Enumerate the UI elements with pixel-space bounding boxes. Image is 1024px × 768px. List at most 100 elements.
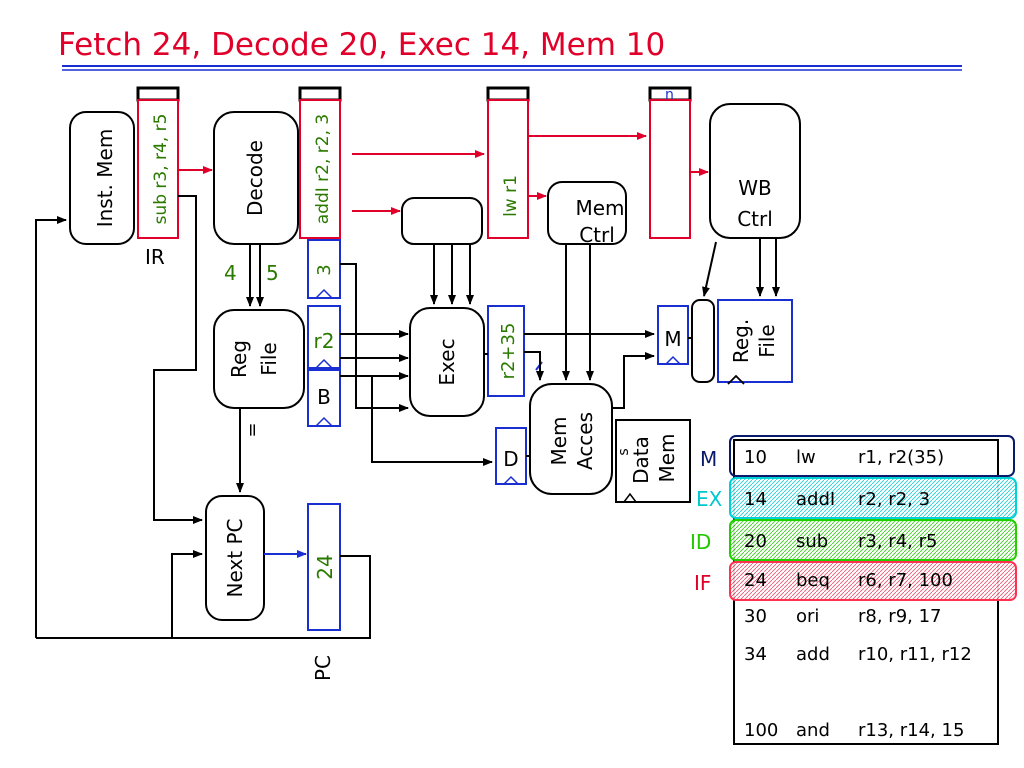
program-row-addr: 30 bbox=[744, 606, 767, 627]
reg-file-block bbox=[213, 309, 305, 409]
m-reg bbox=[657, 305, 689, 365]
memwb-reg bbox=[649, 99, 691, 239]
mem-ctrl-label-2: Ctrl bbox=[579, 223, 615, 247]
reg-file-write-label-1: Reg. bbox=[729, 319, 753, 363]
slide-title: Fetch 24, Decode 20, Exec 14, Mem 10 bbox=[58, 27, 665, 63]
b-reg-clock bbox=[315, 416, 333, 427]
ifid-instruction: sub r3, r4, r5 bbox=[151, 114, 171, 225]
wb-ctrl-block bbox=[709, 103, 801, 239]
mem-ctrl-label-1: Mem bbox=[575, 196, 624, 220]
wb-ctrl-label-1: WB bbox=[738, 176, 772, 200]
stage-box-m bbox=[729, 435, 1015, 477]
program-row-addr: 100 bbox=[744, 720, 778, 741]
reg-file-label-2: File bbox=[257, 342, 281, 375]
dest-reg-value: 3 bbox=[314, 264, 335, 275]
reg-file-write-block bbox=[717, 299, 793, 383]
wire-memaccess-to-m bbox=[612, 352, 655, 409]
stage-label-if: IF bbox=[694, 571, 711, 595]
mem-access-label-1: Mem bbox=[547, 416, 571, 465]
idex-reg bbox=[299, 99, 341, 239]
alu-out-reg bbox=[487, 305, 525, 397]
exmem-instruction: lw r1 bbox=[501, 175, 521, 217]
mem-access-block bbox=[529, 383, 613, 495]
stage-label-id: ID bbox=[690, 530, 711, 554]
exec-ctrl-block bbox=[401, 197, 483, 245]
inst-mem-block bbox=[69, 111, 135, 245]
program-row-args: r13, r14, 15 bbox=[858, 720, 964, 741]
next-pc-label: Next PC bbox=[223, 519, 247, 598]
data-mem-label-1: Data bbox=[629, 436, 653, 484]
idex-reg-cap bbox=[298, 86, 342, 102]
pc-label: PC bbox=[311, 655, 335, 681]
d-reg-clock bbox=[503, 475, 519, 485]
data-mem-s: s bbox=[616, 448, 632, 455]
program-row-args: r2, r2, 3 bbox=[858, 489, 930, 510]
decode-label: Decode bbox=[243, 140, 267, 216]
wire-b-to-d bbox=[371, 376, 493, 466]
program-row-addr: 20 bbox=[744, 531, 767, 552]
program-row-args: r6, r7, 100 bbox=[858, 570, 953, 591]
reg-file-label-1: Reg bbox=[227, 340, 251, 378]
wire-pc-to-instmem bbox=[35, 216, 67, 638]
program-row-op: lw bbox=[796, 447, 816, 468]
wb-ctrl-label-2: Ctrl bbox=[737, 207, 773, 231]
data-mem-block bbox=[615, 419, 691, 503]
program-row-op: add bbox=[796, 644, 830, 665]
rs-number: 4 bbox=[224, 261, 237, 285]
wb-mux bbox=[691, 299, 715, 383]
stage-box-if bbox=[729, 561, 1017, 601]
stage-label-m: M bbox=[700, 447, 717, 471]
pc-reg bbox=[307, 503, 341, 631]
exmem-reg bbox=[487, 99, 529, 239]
ir-label: IR bbox=[145, 245, 165, 269]
mem-access-label-2: Acces bbox=[573, 412, 597, 470]
m-reg-value: M bbox=[664, 327, 681, 351]
reg-file-write-clock bbox=[727, 374, 745, 385]
program-row-addr: 34 bbox=[744, 644, 767, 665]
exec-label: Exec bbox=[435, 338, 459, 385]
b-reg bbox=[307, 369, 341, 427]
program-row-addr: 14 bbox=[744, 489, 767, 510]
d-reg-value: D bbox=[503, 447, 518, 471]
wire-wbctrl-to-mux bbox=[702, 241, 717, 297]
d-reg bbox=[495, 427, 527, 485]
program-row-op: ori bbox=[796, 606, 819, 627]
program-row-args: r10, r11, r12 bbox=[858, 644, 972, 665]
stage-box-ex bbox=[729, 477, 1017, 519]
inst-mem-label: Inst. Mem bbox=[93, 129, 117, 228]
program-row-args: r8, r9, 17 bbox=[858, 606, 942, 627]
wire-pc-loop bbox=[36, 555, 371, 639]
ifid-reg-cap bbox=[136, 86, 180, 102]
wire-dest-to-exec bbox=[340, 263, 409, 412]
wire-ir-to-nextpc bbox=[153, 195, 203, 524]
program-row-op: and bbox=[796, 720, 830, 741]
alu-out-value: r2+35 bbox=[498, 323, 519, 380]
wire-pc-to-nextpc bbox=[171, 550, 203, 638]
dest-reg-clock bbox=[315, 288, 333, 299]
program-row-op: beq bbox=[796, 570, 830, 591]
mem-ctrl-block bbox=[547, 181, 627, 245]
program-row-op: addI bbox=[796, 489, 835, 510]
idex-instruction: addI r2, r2, 3 bbox=[313, 114, 333, 224]
program-row-addr: 24 bbox=[744, 570, 767, 591]
exec-block bbox=[409, 307, 485, 417]
data-mem-clock bbox=[623, 492, 637, 503]
stage-label-ex: EX bbox=[696, 487, 723, 511]
program-row-addr: 10 bbox=[744, 447, 767, 468]
data-mem-label-2: Mem bbox=[655, 433, 679, 482]
rt-number: 5 bbox=[266, 261, 279, 285]
a-reg-clock bbox=[315, 358, 333, 369]
program-row-args: r3, r4, r5 bbox=[858, 531, 937, 552]
decode-block bbox=[213, 111, 299, 245]
a-reg bbox=[307, 305, 341, 369]
reg-file-write-label-2: File bbox=[755, 324, 779, 357]
wire-aluout-to-memaccess bbox=[524, 351, 544, 381]
a-reg-value: r2 bbox=[314, 329, 335, 353]
memwb-cap-label: n bbox=[665, 87, 674, 103]
program-row-op: sub bbox=[796, 531, 828, 552]
stage-box-id bbox=[729, 519, 1017, 561]
m-reg-clock bbox=[665, 355, 681, 365]
equals-label: = bbox=[242, 422, 263, 437]
